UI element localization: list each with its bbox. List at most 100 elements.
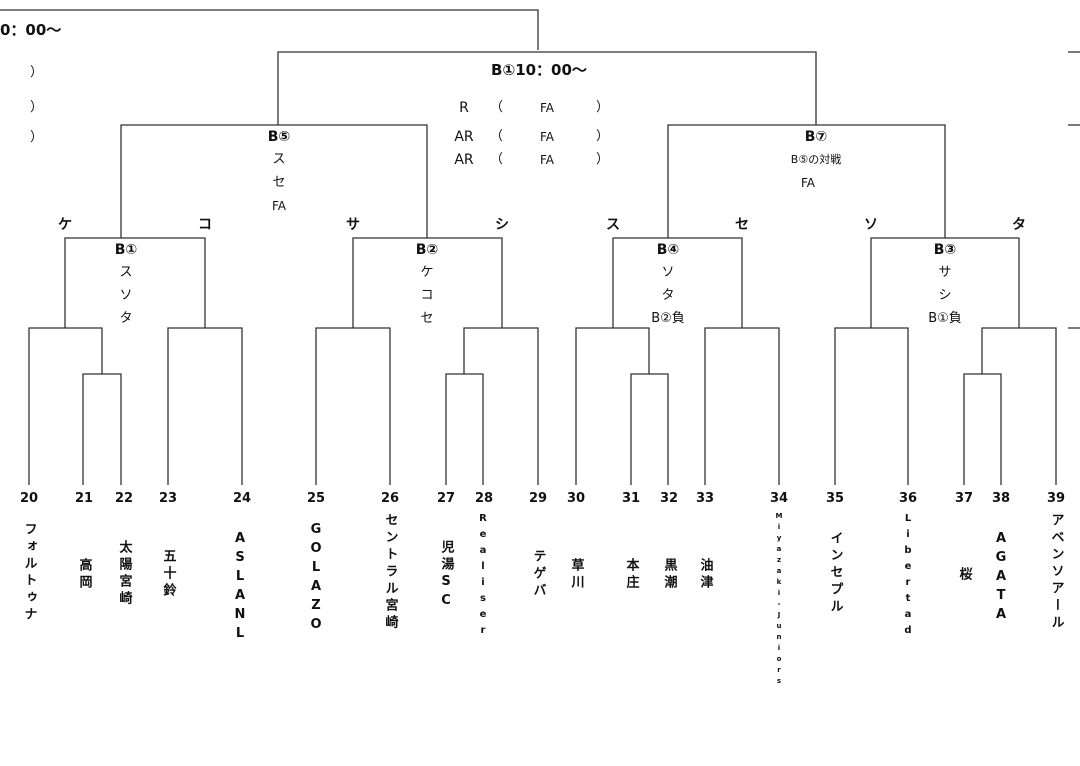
quarter-2-refs: ケ コ セ xyxy=(420,261,433,330)
team-number: 22 xyxy=(114,491,134,506)
quarter-ref: セ xyxy=(420,311,434,326)
team-name: アベンソアール xyxy=(1048,513,1064,632)
quarter-ref: タ xyxy=(661,288,675,303)
quarter-ref: タ xyxy=(119,311,133,326)
team-number: 37 xyxy=(954,491,974,506)
r1-21-22 xyxy=(82,373,122,485)
ref-name: FA xyxy=(539,153,555,167)
r1-sub-39 xyxy=(981,327,1057,485)
r1-23-24 xyxy=(167,327,243,485)
final-bracket xyxy=(277,51,817,125)
semi-left-line2: セ xyxy=(272,175,286,190)
quarter-ref: サ xyxy=(938,265,952,280)
semi-left-line3: FA xyxy=(271,199,287,213)
quarter-1-bracket xyxy=(64,237,206,328)
ref-role: AR xyxy=(454,152,474,168)
r1-30-sub xyxy=(575,327,650,485)
team-name: Realiser xyxy=(477,513,489,641)
quarter-4-right-letter: タ xyxy=(1012,217,1026,233)
quarter-3-right-letter: セ xyxy=(735,217,749,233)
team-number: 21 xyxy=(74,491,94,506)
quarter-4-label: B③ xyxy=(933,242,957,258)
team-number: 28 xyxy=(474,491,494,506)
team-number: 26 xyxy=(380,491,400,506)
team-name: GOLAZO xyxy=(308,522,324,636)
team-number: 27 xyxy=(436,491,456,506)
quarter-4-bracket xyxy=(870,237,1020,328)
team-name: Libertad xyxy=(902,513,914,641)
team-number: 24 xyxy=(232,491,252,506)
team-number: 25 xyxy=(306,491,326,506)
semi-right-line2: FA xyxy=(800,176,816,190)
quarter-2-right-letter: シ xyxy=(495,217,509,233)
left-paren-1: ） xyxy=(30,65,44,80)
left-block-time: 0：00〜 xyxy=(0,21,62,39)
quarter-ref: ソ xyxy=(119,288,133,303)
team-number: 20 xyxy=(19,491,39,506)
quarter-1-refs: ス ソ タ xyxy=(119,261,132,330)
team-name: フォルトゥナ xyxy=(21,522,37,624)
ref-open: （ xyxy=(490,100,504,115)
semi-right-line1: B⑤の対戦 xyxy=(790,153,842,166)
ref-close: ） xyxy=(596,129,610,144)
team-number: 33 xyxy=(695,491,715,506)
semi-right-label: B⑦ xyxy=(804,129,828,145)
team-number: 31 xyxy=(621,491,641,506)
semi-right-bracket xyxy=(667,124,946,238)
team-name: 太陽宮崎 xyxy=(116,540,132,608)
quarter-2-left-letter: サ xyxy=(346,217,360,233)
team-number: 39 xyxy=(1046,491,1066,506)
ref-name: FA xyxy=(539,130,555,144)
quarter-1-left-letter: ケ xyxy=(58,217,72,233)
quarter-ref: B②負 xyxy=(651,311,685,326)
final-title: B①10：00〜 xyxy=(491,61,587,79)
quarter-3-refs: ソ タ B②負 xyxy=(651,261,685,330)
team-name: AGATA xyxy=(993,531,1009,626)
team-name: ASLANL xyxy=(232,531,248,645)
quarter-1-label: B① xyxy=(114,242,138,258)
team-name: 黒潮 xyxy=(661,558,677,592)
team-name: 桜 xyxy=(956,567,972,584)
quarter-ref: ス xyxy=(119,265,133,280)
r1-37-38 xyxy=(963,373,1002,485)
quarter-1-right-letter: コ xyxy=(198,217,212,233)
top-left-connector xyxy=(0,9,539,50)
r1-25-26 xyxy=(315,327,391,485)
quarter-4-refs: サ シ B①負 xyxy=(928,261,962,330)
quarter-3-label: B④ xyxy=(656,242,680,258)
semi-left-label: B⑤ xyxy=(267,129,291,145)
r1-sub-29 xyxy=(463,327,539,485)
ref-close: ） xyxy=(596,100,610,115)
team-name: 本庄 xyxy=(623,558,639,592)
team-name: 高岡 xyxy=(76,558,92,592)
r1-27-28 xyxy=(445,373,484,485)
quarter-2-bracket xyxy=(352,237,503,328)
quarter-ref: コ xyxy=(420,288,434,303)
team-number: 23 xyxy=(158,491,178,506)
ref-name: FA xyxy=(539,101,555,115)
quarter-ref: シ xyxy=(938,288,952,303)
team-number: 38 xyxy=(991,491,1011,506)
r1-33-34 xyxy=(704,327,780,485)
left-paren-3: ） xyxy=(30,130,44,145)
team-number: 34 xyxy=(769,491,789,506)
team-number: 32 xyxy=(659,491,679,506)
team-name: セントラル宮崎 xyxy=(382,513,398,632)
semi-left-bracket xyxy=(120,124,428,238)
quarter-ref: ケ xyxy=(420,265,434,280)
quarter-4-left-letter: ソ xyxy=(864,217,878,233)
ref-open: （ xyxy=(490,152,504,167)
ref-role: R xyxy=(459,100,469,116)
ref-open: （ xyxy=(490,129,504,144)
team-name: インセプル xyxy=(827,531,843,616)
team-name: Miyazaki-Juniors xyxy=(775,512,783,688)
team-name: 油津 xyxy=(697,558,713,592)
r1-35-36 xyxy=(834,327,909,485)
team-number: 29 xyxy=(528,491,548,506)
team-name: 草川 xyxy=(568,558,584,592)
team-name: テゲバ xyxy=(530,549,546,600)
quarter-3-left-letter: ス xyxy=(606,217,620,233)
left-paren-2: ） xyxy=(30,100,44,115)
ref-role: AR xyxy=(454,129,474,145)
